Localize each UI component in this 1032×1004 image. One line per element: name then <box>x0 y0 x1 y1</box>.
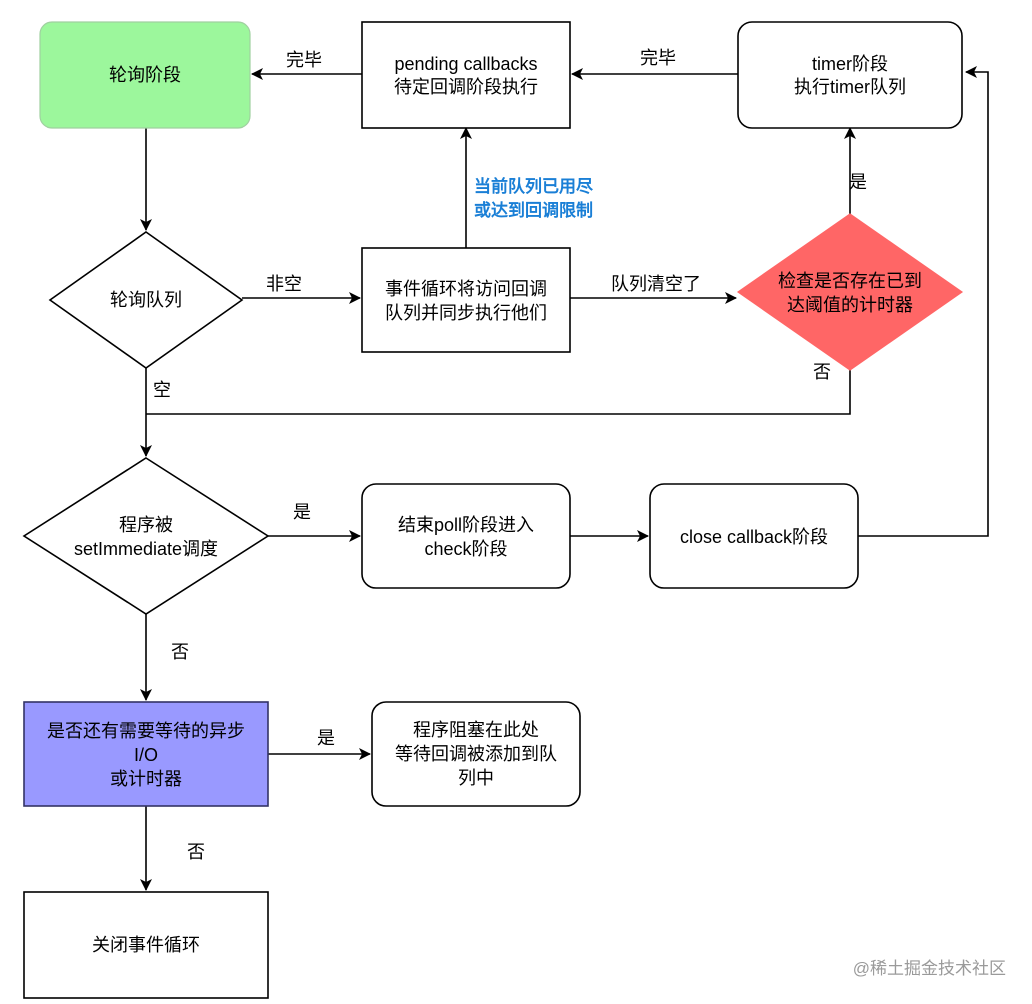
node-poll-queue-label: 轮询队列 <box>110 290 182 310</box>
label-queue-empty: 空 <box>153 380 171 400</box>
node-poll-phase-shape <box>39 21 251 129</box>
node-end-poll-line2: check阶段 <box>424 539 507 559</box>
node-async-wait-line3: 或计时器 <box>110 769 182 789</box>
node-close-callback-label: close callback阶段 <box>680 527 828 547</box>
node-poll-queue: 轮询队列 <box>48 231 244 369</box>
label-async-yes: 是 <box>317 728 335 748</box>
node-timer-phase-line1: timer阶段 <box>812 54 888 74</box>
label-queue-drained: 队列清空了 <box>611 274 701 294</box>
node-timer-check-line2: 达阈值的计时器 <box>787 295 913 315</box>
label-timer-to-pending: 完毕 <box>640 48 676 68</box>
node-timer-phase-line2: 执行timer队列 <box>794 77 906 97</box>
node-timer-check-line1: 检查是否存在已到 <box>778 271 922 291</box>
node-pending-callbacks-line2: 待定回调阶段执行 <box>394 77 538 97</box>
node-set-immediate-line2: setImmediate调度 <box>74 539 218 559</box>
node-close-loop-label: 关闭事件循环 <box>92 935 200 955</box>
node-async-wait-line1: 是否还有需要等待的异步 <box>47 721 245 741</box>
label-check-no: 否 <box>813 362 831 382</box>
node-async-wait-line2: I/O <box>134 745 158 765</box>
node-set-immediate-line1: 程序被 <box>119 515 173 535</box>
node-set-immediate: 程序被 setImmediate调度 <box>22 457 270 615</box>
label-immediate-no: 否 <box>171 642 189 662</box>
label-immediate-yes: 是 <box>293 502 311 522</box>
node-blocked-line2: 等待回调被添加到队 <box>395 744 557 764</box>
label-check-yes: 是 <box>849 172 867 192</box>
node-loop-visit: 事件循环将访问回调 队列并同步执行他们 <box>361 247 571 353</box>
node-loop-visit-line2: 队列并同步执行他们 <box>385 303 547 323</box>
node-async-wait: 是否还有需要等待的异步 I/O 或计时器 <box>23 701 269 807</box>
watermark: @稀土掘金技术社区 <box>853 959 1006 978</box>
node-timer-phase: timer阶段 执行timer队列 <box>737 21 963 129</box>
label-pending-to-poll: 完毕 <box>286 50 322 70</box>
node-pending-callbacks: pending callbacks 待定回调阶段执行 <box>361 21 571 129</box>
node-loop-visit-line1: 事件循环将访问回调 <box>385 279 547 299</box>
edge-check-no-return <box>146 368 851 415</box>
node-close-loop: 关闭事件循环 <box>23 891 269 999</box>
edge-close-to-timer <box>858 66 989 537</box>
node-pending-callbacks-line1: pending callbacks <box>394 54 537 74</box>
node-blocked-line3: 列中 <box>458 768 494 788</box>
note-line1: 当前队列已用尽 <box>474 176 594 196</box>
node-end-poll: 结束poll阶段进入 check阶段 <box>361 483 571 589</box>
node-timer-check: 检查是否存在已到 达阈值的计时器 <box>736 213 964 371</box>
node-poll-phase: 轮询阶段 <box>39 21 251 129</box>
node-poll-phase-label: 轮询阶段 <box>109 65 181 85</box>
node-close-callback: close callback阶段 <box>649 483 859 589</box>
node-end-poll-line1: 结束poll阶段进入 <box>398 515 534 535</box>
node-blocked-line1: 程序阻塞在此处 <box>413 720 539 740</box>
label-queue-nonempty: 非空 <box>266 274 302 294</box>
node-blocked: 程序阻塞在此处 等待回调被添加到队 列中 <box>371 701 581 807</box>
label-async-no: 否 <box>187 842 205 862</box>
note-line2: 或达到回调限制 <box>474 200 593 220</box>
